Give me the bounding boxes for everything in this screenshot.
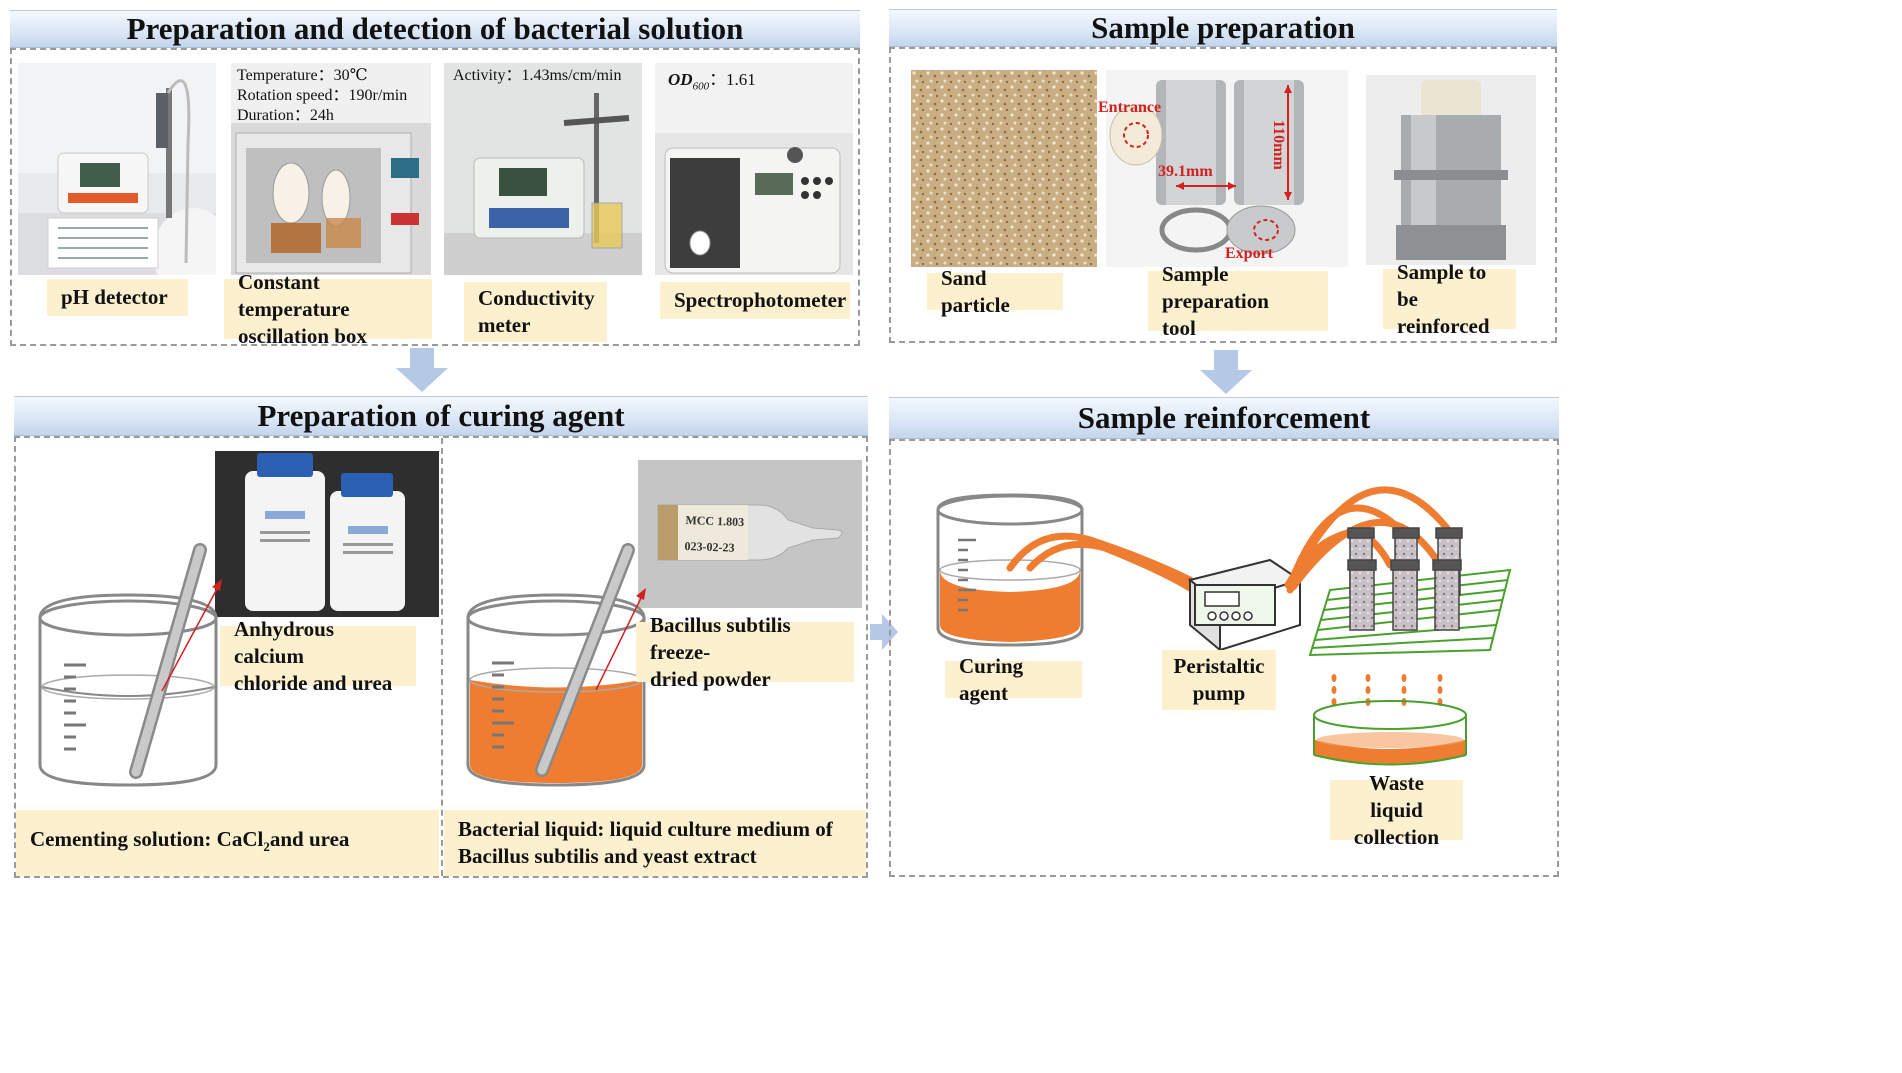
panel-reinforce <box>889 439 1559 877</box>
beaker-cementing-solution <box>38 543 218 787</box>
photo-oscillation-box <box>231 63 431 275</box>
label-sand-particle: Sand particle <box>927 266 1063 317</box>
od600-text: OD600：1.61 <box>668 70 756 96</box>
photo-ph-detector <box>18 63 216 275</box>
photo-freeze-dried-vial <box>638 460 862 608</box>
photo-sand-particle <box>911 70 1097 267</box>
label-spectrophotometer: Spectrophotometer <box>660 282 850 319</box>
duration-text: Duration：24h <box>237 107 334 124</box>
rotation-speed-text: Rotation speed：190r/min <box>237 87 408 104</box>
photo-sample-to-be-reinforced <box>1366 75 1536 265</box>
vial-text: MCC 1.803 023-02-23 <box>684 512 745 555</box>
activity-text: Activity：1.43ms/cm/min <box>453 67 622 84</box>
panel-bacterial <box>10 48 860 346</box>
section-header-bacterial: Preparation and detection of bacterial s… <box>10 10 860 48</box>
section-header-sample-prep: Sample preparation <box>889 9 1557 47</box>
label-ph-detector: pH detector <box>47 279 188 316</box>
section-header-reinforce: Sample reinforcement <box>889 397 1559 439</box>
sample-columns <box>1347 527 1463 631</box>
panel-curing <box>14 436 868 878</box>
arrow-right <box>870 614 898 650</box>
section-title: Sample preparation <box>1091 10 1355 45</box>
label-curing-agent: Curing agent <box>945 654 1082 705</box>
beaker-bacterial-liquid <box>466 543 646 787</box>
label-bacterial-liquid: Bacterial liquid: liquid culture medium … <box>444 810 866 876</box>
annotation-diameter: 39.1mm <box>1158 163 1213 180</box>
section-title: Preparation and detection of bacterial s… <box>126 11 744 46</box>
label-freeze-dried-powder: Bacillus subtilis freeze-dried powder <box>636 613 854 691</box>
reinforcement-apparatus <box>936 486 1512 766</box>
pointer-line-reagent <box>161 579 222 692</box>
curing-agent-beaker <box>936 493 1084 647</box>
panel-divider <box>441 438 443 876</box>
photo-spectrophotometer <box>655 63 853 275</box>
annotation-export: Export <box>1225 245 1273 262</box>
oscillation-settings: Temperature：30℃ Rotation speed：190r/min … <box>237 66 407 126</box>
section-header-curing: Preparation of curing agent <box>14 396 868 436</box>
arrow-down-right <box>1200 350 1252 394</box>
panel-sample-prep <box>889 47 1557 343</box>
pointer-line-powder <box>595 588 646 691</box>
temperature-text: Temperature：30℃ <box>237 67 368 84</box>
od-value: ：1.61 <box>709 70 756 89</box>
photo-conductivity-meter <box>444 63 642 275</box>
section-title: Sample reinforcement <box>1077 400 1371 435</box>
od-variable: OD <box>668 70 693 89</box>
peristaltic-pump <box>1187 558 1303 653</box>
annotation-height: 110mm <box>1270 120 1287 170</box>
waste-dish <box>1313 700 1467 766</box>
label-cementing-solution: Cementing solution: CaCl2and urea <box>16 810 439 876</box>
photo-reagent-bottles <box>215 451 439 617</box>
annotation-entrance: Entrance <box>1098 99 1162 116</box>
section-title: Preparation of curing agent <box>257 398 625 433</box>
arrow-down-left <box>396 348 448 392</box>
od-wavelength: 600 <box>692 80 710 93</box>
photo-sample-tool <box>1106 70 1348 267</box>
